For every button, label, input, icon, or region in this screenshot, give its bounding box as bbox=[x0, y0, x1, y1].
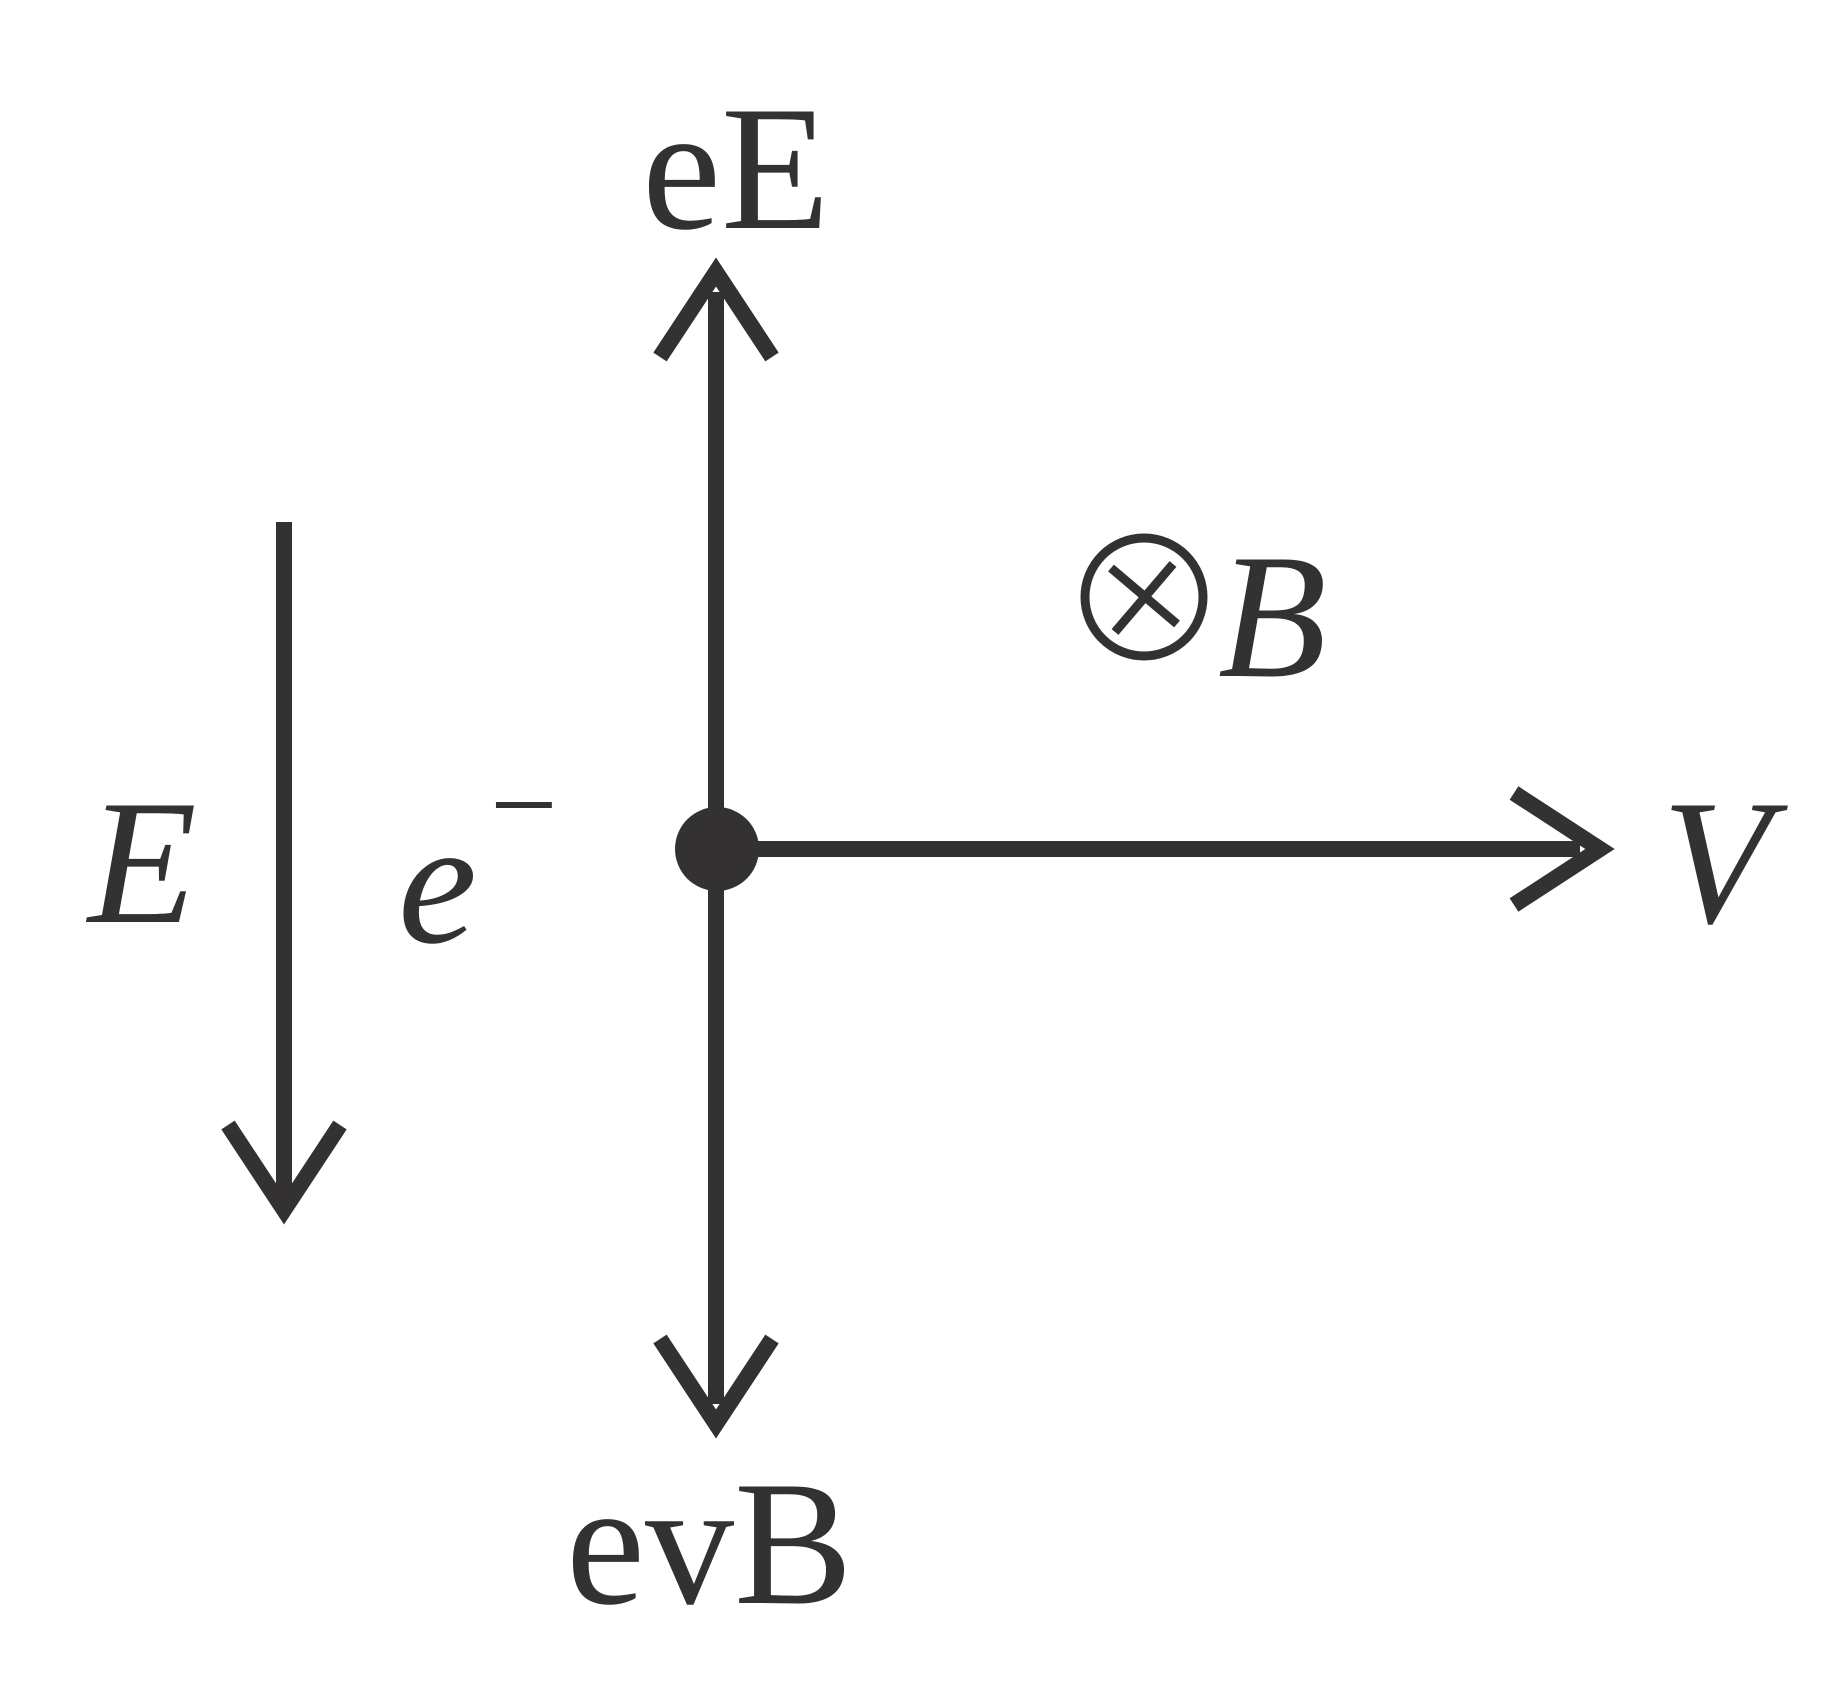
velocity-arrow bbox=[752, 786, 1615, 912]
velocity-label: V bbox=[1662, 763, 1788, 961]
into-page-symbol-icon bbox=[1080, 533, 1208, 661]
magnetic-force-label: evB bbox=[566, 1444, 853, 1642]
field-E-label: E bbox=[85, 763, 197, 961]
electron-charge-label: − bbox=[490, 738, 558, 871]
field-B-label: B bbox=[1218, 517, 1327, 715]
electron-dot bbox=[675, 807, 759, 891]
electric-force-label: eE bbox=[642, 69, 830, 267]
electric-force-arrow bbox=[653, 257, 779, 810]
electron-label: e bbox=[398, 783, 477, 981]
electric-field-arrow bbox=[221, 522, 347, 1225]
magnetic-force-arrow bbox=[653, 880, 779, 1439]
